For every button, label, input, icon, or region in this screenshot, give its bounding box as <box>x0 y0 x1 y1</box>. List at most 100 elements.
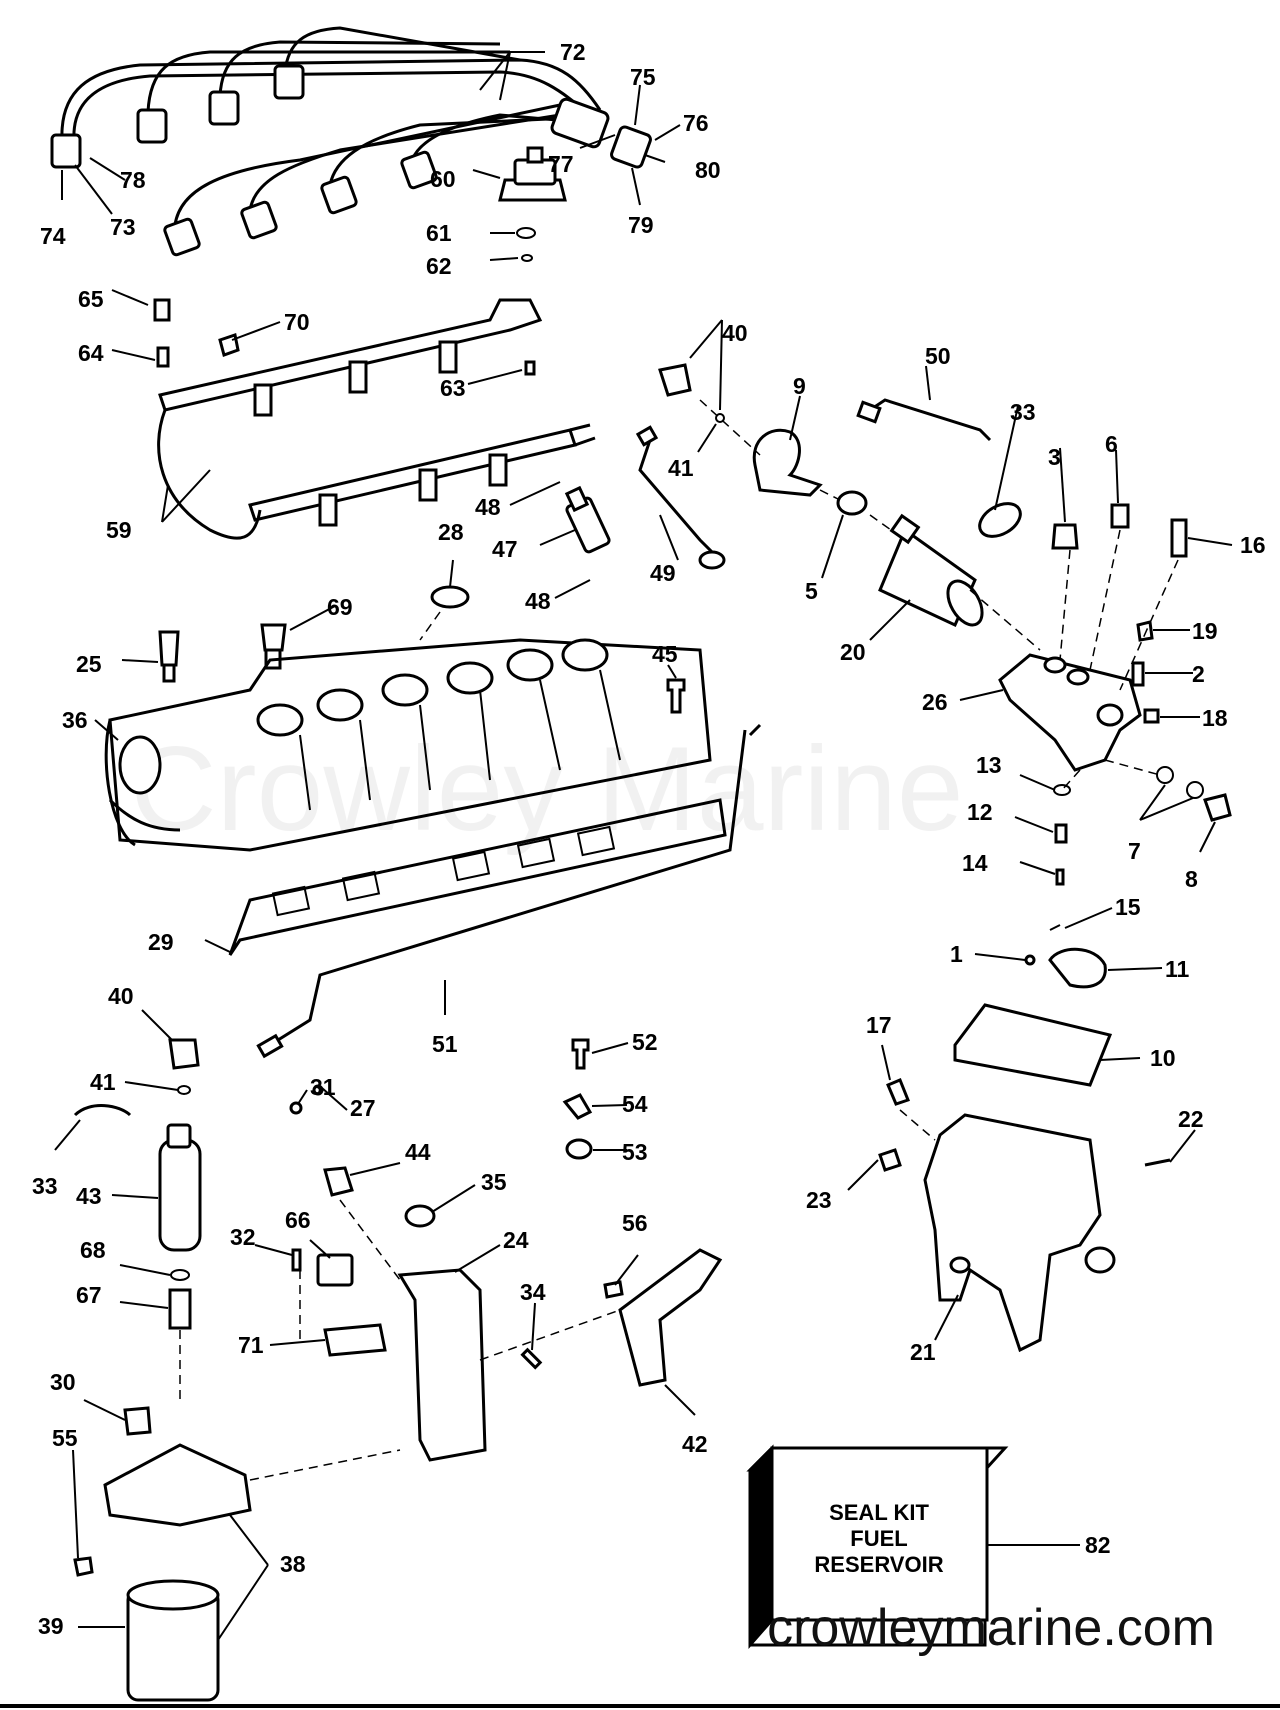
callout-15: 15 <box>1115 894 1141 920</box>
callout-69: 69 <box>327 594 353 620</box>
site-url: crowleymarine.com <box>767 1599 1215 1657</box>
callout-45: 45 <box>652 641 678 667</box>
callout-18: 18 <box>1202 705 1228 731</box>
callout-27: 27 <box>350 1095 376 1121</box>
wire-harness <box>50 26 652 257</box>
fuel-injector <box>564 485 611 554</box>
assembly-lines <box>179 399 1179 1481</box>
callout-63: 63 <box>440 375 466 401</box>
stud <box>1131 661 1145 687</box>
grommet-35 <box>404 1204 436 1228</box>
sender-switch <box>158 630 180 667</box>
callout-6: 6 <box>1105 431 1118 457</box>
callout-13: 13 <box>976 752 1002 778</box>
callout-9: 9 <box>793 373 806 399</box>
connector-71 <box>323 1323 387 1357</box>
fitting-elbow <box>1110 503 1130 529</box>
callout-53: 53 <box>622 1139 648 1165</box>
fuel-line <box>269 723 762 1047</box>
callout-60: 60 <box>430 166 456 192</box>
screw-32 <box>291 1248 302 1272</box>
knock-sensor <box>260 623 287 652</box>
manifold-bolt <box>666 678 686 714</box>
fitting-30 <box>123 1406 152 1436</box>
regulator-gasket <box>516 227 536 239</box>
screw <box>1143 708 1160 724</box>
callout-59: 59 <box>106 517 132 543</box>
callout-22: 22 <box>1178 1106 1204 1132</box>
reservoir-stud <box>1144 1158 1171 1167</box>
callout-33-top: 33 <box>1010 399 1036 425</box>
manifold-gasket <box>108 798 727 956</box>
reservoir-cover <box>998 653 1142 772</box>
kit-label-line2: FUEL <box>850 1526 907 1551</box>
watermark: Crowley Marine <box>130 722 964 856</box>
callout-5: 5 <box>805 578 818 604</box>
callout-82: 82 <box>1085 1532 1111 1558</box>
fitting-12 <box>1054 823 1068 844</box>
elbow-fitting <box>658 363 692 397</box>
intake-manifold <box>104 638 712 852</box>
vent-fitting <box>886 1078 910 1106</box>
grommet <box>836 490 868 516</box>
fitting-nipple <box>1170 518 1188 558</box>
reservoir-plug <box>878 1148 902 1172</box>
spacer-53 <box>565 1138 593 1160</box>
screw-34 <box>520 1347 543 1370</box>
callout-41-bottom: 41 <box>90 1069 116 1095</box>
callout-23: 23 <box>806 1187 832 1213</box>
washer-27 <box>312 1084 324 1096</box>
callout-31: 31 <box>310 1074 336 1100</box>
callout-75: 75 <box>630 64 656 90</box>
fuel-reservoir <box>923 1113 1116 1353</box>
clip-15 <box>1049 924 1061 931</box>
callout-24: 24 <box>503 1227 529 1253</box>
callout-26: 26 <box>922 689 948 715</box>
callout-21: 21 <box>910 1339 936 1365</box>
callout-12: 12 <box>967 799 993 825</box>
nut-31 <box>289 1101 303 1115</box>
callout-74: 74 <box>40 223 66 249</box>
clamp-54 <box>562 1093 593 1120</box>
callout-11: 11 <box>1165 956 1190 982</box>
kit-label-line1: SEAL KIT <box>829 1500 929 1525</box>
callout-66: 66 <box>285 1207 311 1233</box>
callout-49: 49 <box>650 560 676 586</box>
callout-28: 28 <box>438 519 464 545</box>
filter-head <box>103 1443 252 1527</box>
callout-29: 29 <box>148 929 174 955</box>
lift-pump <box>158 1138 202 1252</box>
callout-48-top: 48 <box>475 494 501 520</box>
reservoir-gasket <box>953 1003 1113 1087</box>
callout-34: 34 <box>520 1279 546 1305</box>
relay-bracket <box>323 1166 354 1197</box>
callout-labels: 72 75 76 77 80 79 78 73 74 60 61 62 65 7… <box>32 39 1266 1639</box>
callout-77: 77 <box>548 151 574 177</box>
callout-72: 72 <box>560 39 586 65</box>
electric-fuel-pump <box>878 513 984 628</box>
regulator-o-ring <box>521 254 533 262</box>
clamp-lower <box>73 1104 132 1117</box>
rail-screw <box>524 360 536 376</box>
callout-2: 2 <box>1192 661 1205 687</box>
screw-56 <box>603 1280 624 1299</box>
callout-67: 67 <box>76 1282 102 1308</box>
elbow-fitting-lower <box>168 1038 200 1070</box>
callout-56: 56 <box>622 1210 648 1236</box>
seal-kit-box: SEAL KIT FUEL RESERVOIR <box>746 1444 1009 1649</box>
bolt-55 <box>73 1556 94 1577</box>
callout-3: 3 <box>1048 444 1061 470</box>
callout-10: 10 <box>1150 1045 1176 1071</box>
callout-48-bottom: 48 <box>525 588 551 614</box>
callout-40-bottom: 40 <box>108 983 134 1009</box>
callout-43: 43 <box>76 1183 102 1209</box>
callout-16: 16 <box>1240 532 1266 558</box>
callout-33-bottom: 33 <box>32 1173 58 1199</box>
callout-41-top: 41 <box>668 455 694 481</box>
temp-sensor <box>430 585 470 609</box>
bracket-42 <box>618 1248 723 1387</box>
callout-8: 8 <box>1185 866 1198 892</box>
kit-label-line3: RESERVOIR <box>814 1552 943 1577</box>
callout-64: 64 <box>78 340 104 366</box>
